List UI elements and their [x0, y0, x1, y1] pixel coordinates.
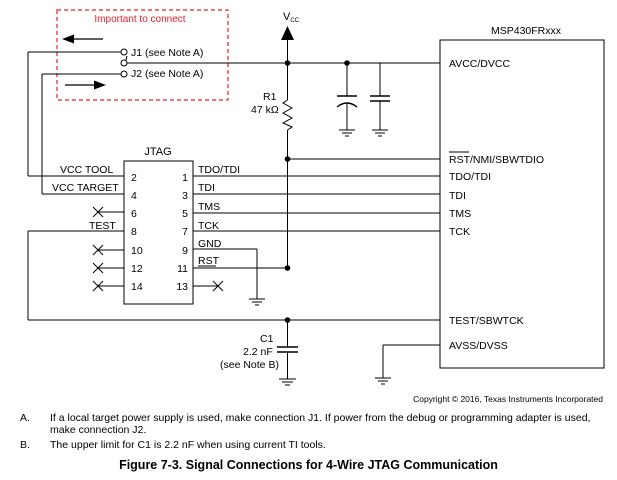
- mcu-name: MSP430FRxxx: [491, 25, 562, 37]
- note-a-text: If a local target power supply is used, …: [50, 412, 591, 436]
- jtag-pin-13: 13: [176, 281, 188, 293]
- jtag-pin-10: 10: [131, 245, 143, 257]
- jtag-pin-6: 6: [131, 208, 137, 220]
- jtag-pin-4: 4: [131, 190, 137, 202]
- jtag-pin-3: 3: [182, 190, 188, 202]
- note-b-text: The upper limit for C1 is 2.2 nF when us…: [50, 439, 326, 451]
- mcu-pin-rst: RST/NMI/SBWTDIO: [449, 154, 544, 166]
- signal-test: TEST: [89, 220, 116, 232]
- copyright: Copyright © 2016, Texas Instruments Inco…: [413, 394, 603, 404]
- signal-vcc-target: VCC TARGET: [52, 182, 119, 194]
- decoupling-capacitor-1: [336, 63, 358, 137]
- capacitor-c1: C1 2.2 nF (see Note B): [220, 320, 298, 386]
- signal-rst: RST: [198, 255, 220, 267]
- schematic-diagram: Important to connect J1 (see Note A) J2 …: [27, 9, 605, 404]
- jtag-pin-2: 2: [131, 172, 137, 184]
- figure-caption: Figure 7-3. Signal Connections for 4-Wir…: [119, 458, 498, 472]
- mcu-pin-tms: TMS: [449, 208, 471, 220]
- r1-label: R1: [263, 91, 277, 103]
- r1-value: 47 kΩ: [251, 104, 279, 116]
- vcc-supply-symbol: VCC: [281, 11, 300, 40]
- note-a-letter: A.: [20, 412, 30, 424]
- mcu-pin-tdo: TDO/TDI: [449, 171, 491, 183]
- signal-tck: TCK: [198, 220, 219, 232]
- decoupling-capacitor-2: [347, 62, 390, 137]
- jtag-pin-14: 14: [131, 281, 143, 293]
- jtag-right-pins: 1 3 5 7 9 11 13: [176, 172, 188, 293]
- jtag-pin-12: 12: [131, 263, 143, 275]
- mcu-pin-avcc: AVCC/DVCC: [449, 58, 510, 70]
- c1-note: (see Note B): [220, 359, 279, 371]
- jtag-left-pins: 2 4 6 8 10 12 14: [131, 172, 143, 293]
- important-connect-box: Important to connect: [56, 9, 229, 101]
- c1-label: C1: [260, 333, 274, 345]
- jtag-connector: JTAG 2 4 6 8 10 12 14 1 3 5 7 9 11 13: [123, 146, 194, 305]
- important-box-label: Important to connect: [94, 14, 185, 25]
- signal-gnd: GND: [198, 238, 222, 250]
- jtag-pin-7: 7: [182, 226, 188, 238]
- resistor-r1: R1 47 kΩ: [251, 91, 294, 131]
- jumper-j1: J1 (see Note A): [104, 47, 203, 61]
- note-b-letter: B.: [20, 439, 30, 451]
- mcu-block: MSP430FRxxx AVCC/DVCC RST/NMI/SBWTDIO TD…: [439, 25, 605, 369]
- mcu-pin-tdi: TDI: [449, 190, 466, 202]
- mcu-pin-avss: AVSS/DVSS: [449, 340, 508, 352]
- signal-tms: TMS: [198, 201, 220, 213]
- jtag-pin-11: 11: [177, 263, 188, 275]
- j2-label: J2 (see Note A): [131, 68, 203, 80]
- mcu-pin-tck: TCK: [449, 226, 470, 238]
- jtag-pin-1: 1: [182, 172, 188, 184]
- vcc-label: VCC: [283, 11, 300, 24]
- jtag-pin-8: 8: [131, 226, 137, 238]
- jtag-pin-5: 5: [182, 208, 188, 220]
- j1-label: J1 (see Note A): [131, 47, 203, 59]
- jtag-pin-9: 9: [182, 245, 188, 257]
- jtag-title: JTAG: [144, 146, 171, 158]
- c1-value: 2.2 nF: [243, 346, 273, 358]
- mcu-pin-test: TEST/SBWTCK: [449, 315, 524, 327]
- signal-tdo-tdi: TDO/TDI: [198, 164, 240, 176]
- jumper-j2: J2 (see Note A): [42, 59, 287, 80]
- signal-vcc-tool: VCC TOOL: [60, 164, 113, 176]
- no-connect-markers: [92, 206, 224, 292]
- signal-tdi: TDI: [198, 182, 215, 194]
